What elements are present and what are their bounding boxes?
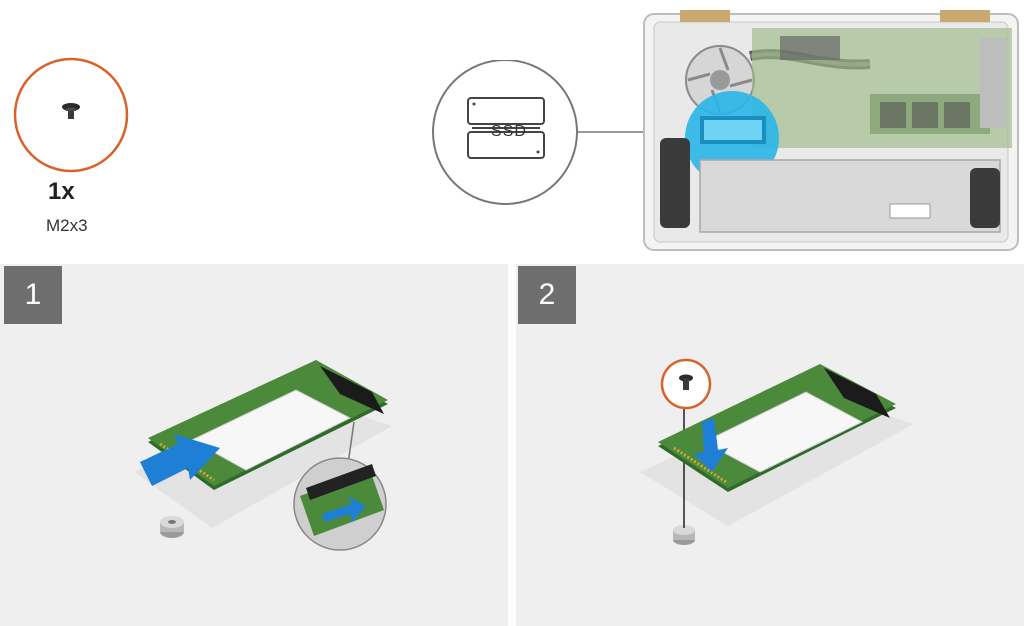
arrow-down-icon [694, 418, 728, 472]
step-2-panel: 2 [516, 264, 1024, 626]
ssd-label: SSD [491, 123, 527, 140]
step-2-badge: 2 [518, 266, 576, 324]
screw-type-label: M2x3 [46, 216, 88, 235]
screw-ring-icon [13, 57, 129, 173]
screw-ring-icon [660, 358, 712, 410]
step-1-illustration [134, 360, 392, 551]
standoff-icon [673, 525, 695, 545]
ssd-drive-icon [467, 97, 545, 159]
arrow-right-icon [140, 434, 220, 486]
screw-callout: 1x M2x3 [0, 0, 200, 250]
step-2-illustration [640, 358, 914, 545]
laptop-base-illustration [643, 10, 1019, 251]
step-1-panel: 1 [0, 264, 508, 626]
standoff-icon [160, 516, 184, 538]
connector-zoom-icon [293, 421, 387, 551]
ssd-callout [432, 60, 645, 205]
screw-quantity: 1x [48, 178, 75, 205]
step-1-badge: 1 [4, 266, 62, 324]
